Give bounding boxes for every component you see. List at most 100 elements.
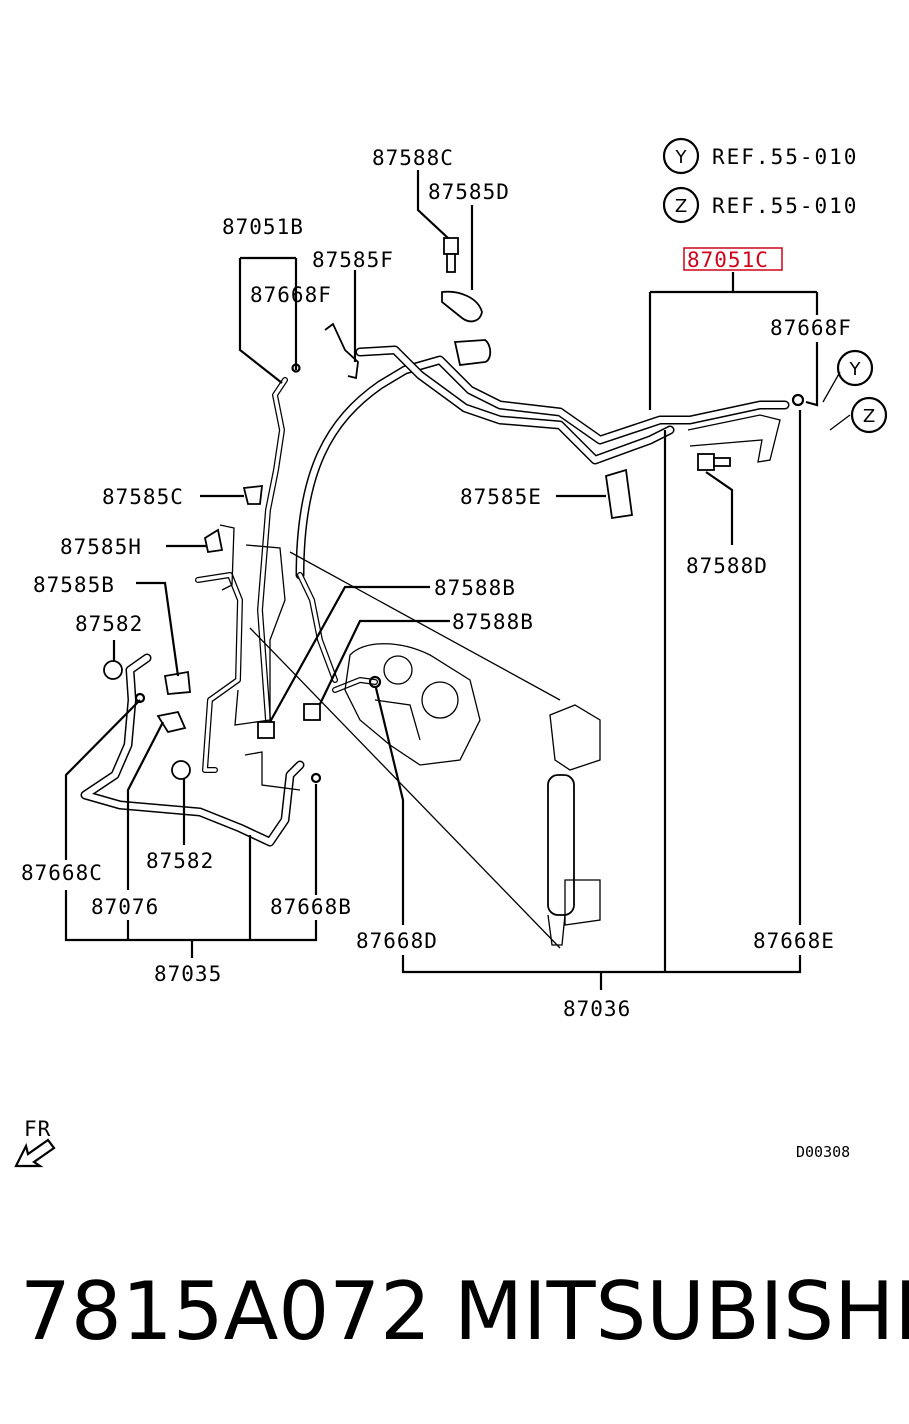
bracket-a — [234, 544, 286, 726]
ref-y-text[interactable]: REF.55-010 — [712, 145, 858, 169]
callout-y-circle — [836, 349, 874, 387]
engine-brackets — [219, 524, 301, 791]
orientation-indicator: FR — [14, 1117, 56, 1168]
small-parts — [103, 237, 805, 784]
product-footer: 7815A072 MITSUBISHI — [0, 1262, 909, 1362]
callouts: Y Z — [836, 349, 888, 434]
label-87076[interactable]: 87076 — [91, 895, 159, 919]
clip-87585H — [203, 528, 224, 554]
label-87588D[interactable]: 87588D — [686, 554, 768, 578]
label-87051C[interactable]: 87051C — [687, 248, 769, 272]
lower-hose-inner — [82, 655, 303, 845]
bolt-87588B-2 — [303, 703, 321, 721]
label-87588B-1[interactable]: 87588B — [434, 576, 516, 600]
receiver-drier — [547, 704, 601, 946]
highlight-box-87051C — [683, 247, 783, 271]
label-87035[interactable]: 87035 — [154, 962, 222, 986]
leader-lines — [64, 170, 851, 990]
oring-87668D — [368, 675, 382, 689]
clamp-upper — [453, 339, 492, 366]
label-87585H[interactable]: 87585H — [60, 535, 142, 559]
leader-ref-z — [829, 414, 851, 431]
drawing-code: D00308 — [796, 1143, 850, 1161]
brand-name: MITSUBISHI — [454, 1265, 909, 1358]
label-87582-bottom[interactable]: 87582 — [146, 849, 214, 873]
pressure-tube-inner — [258, 378, 287, 722]
receiver-lower-bracket — [564, 879, 601, 926]
label-87668F-left[interactable]: 87668F — [250, 283, 332, 307]
label-87582-top[interactable]: 87582 — [75, 612, 143, 636]
compressor-clutch — [421, 681, 459, 719]
leader-87051C — [648, 272, 819, 410]
fitting-87585F — [324, 322, 359, 380]
bolt-87588D — [697, 453, 715, 471]
label-87588B-2[interactable]: 87588B — [452, 610, 534, 634]
label-87668C[interactable]: 87668C — [21, 861, 103, 885]
leader-87668C — [64, 699, 141, 860]
label-87585B[interactable]: 87585B — [33, 573, 115, 597]
label-87585D[interactable]: 87585D — [428, 180, 510, 204]
leader-87585B — [136, 581, 180, 677]
part-labels: 87588C 87585D 87051B 87585F 87668F 87051… — [21, 146, 852, 1021]
compressor-body — [344, 643, 481, 766]
receiver-body — [547, 774, 575, 916]
leader-87588B-1 — [269, 585, 430, 723]
clip-87585E — [604, 468, 634, 520]
callout-z-letter: Z — [863, 406, 875, 427]
label-87585F[interactable]: 87585F — [312, 248, 394, 272]
nut-87582-bottom — [171, 760, 191, 780]
part-number: 7815A072 — [20, 1265, 432, 1358]
ref-z-text[interactable]: REF.55-010 — [712, 194, 858, 218]
clip-87585B — [163, 670, 191, 695]
oring-87668B — [310, 772, 322, 784]
clamp-87585D — [441, 290, 483, 323]
suction-hose-inner — [297, 357, 788, 578]
guide-87588B-1 — [289, 551, 561, 701]
label-87668D[interactable]: 87668D — [356, 929, 438, 953]
front-arrow-icon — [14, 1138, 56, 1168]
hose-end-bracket — [687, 414, 781, 463]
bracket-c — [219, 524, 235, 591]
compressor-detail — [374, 699, 421, 741]
switch-87076 — [156, 710, 187, 734]
label-87051B[interactable]: 87051B — [222, 215, 304, 239]
compressor-pulley — [383, 655, 413, 685]
compressor-hose-inner — [298, 573, 337, 682]
clip-87585C — [242, 484, 264, 505]
bracket-tube-inner — [196, 573, 242, 772]
nut-87582-top — [103, 660, 123, 680]
reference-legend: Y REF.55-010 Z REF.55-010 — [662, 137, 858, 224]
leader-87668F-right — [805, 342, 819, 407]
leader-87588D — [705, 471, 734, 545]
leader-87036 — [401, 410, 802, 990]
label-87585E[interactable]: 87585E — [460, 485, 542, 509]
leader-87588B-2 — [319, 619, 450, 705]
leader-87588C — [416, 170, 449, 239]
label-87668E[interactable]: 87668E — [753, 929, 835, 953]
bracket-b — [244, 751, 301, 791]
callout-z-circle — [850, 396, 888, 434]
ref-z-circle — [662, 186, 700, 224]
label-87668B[interactable]: 87668B — [270, 895, 352, 919]
bolt-87588C — [443, 237, 459, 255]
ref-y-letter: Y — [675, 147, 688, 168]
label-87668F-right[interactable]: 87668F — [770, 316, 852, 340]
guide-87588B-2 — [249, 627, 561, 949]
leader-87668D — [374, 687, 405, 925]
leader-87035 — [64, 835, 318, 958]
bolt-87588B-1 — [257, 721, 275, 739]
parts-diagram: Y REF.55-010 Z REF.55-010 — [14, 137, 888, 1168]
label-87036[interactable]: 87036 — [563, 997, 631, 1021]
oring-87668F-right — [791, 393, 805, 407]
front-label: FR — [24, 1117, 51, 1141]
label-87585C[interactable]: 87585C — [102, 485, 184, 509]
compressor-sketch — [344, 643, 481, 766]
liquid-hose-inner — [357, 347, 673, 463]
hose-assembly — [80, 345, 790, 847]
bracket-tube-outline — [195, 572, 243, 773]
label-87588C[interactable]: 87588C — [372, 146, 454, 170]
receiver-bottom — [547, 914, 566, 946]
receiver-upper-bracket — [549, 704, 601, 771]
callout-y-letter: Y — [849, 359, 862, 380]
leader-ref-y — [822, 371, 841, 403]
